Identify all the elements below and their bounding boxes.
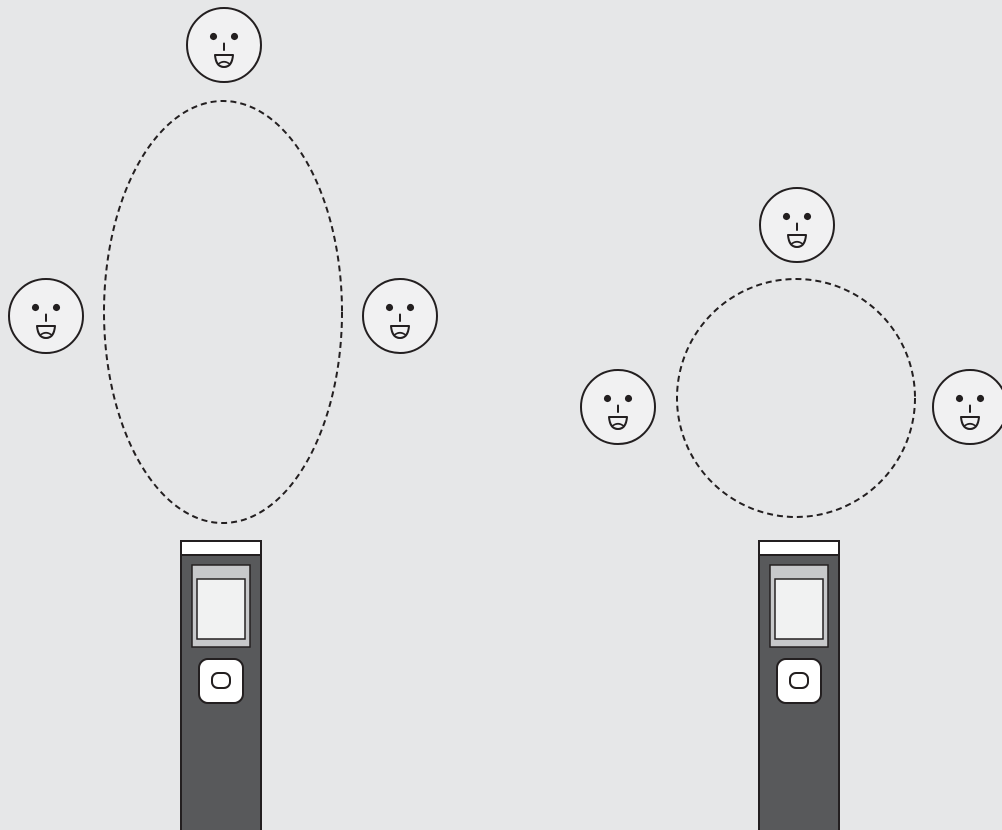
voice-recorder-icon [759, 541, 839, 830]
smiley-face-icon [760, 188, 834, 262]
ellipse-pickup-pattern [104, 101, 342, 523]
smiley-face-icon [581, 370, 655, 444]
smiley-face-icon [363, 279, 437, 353]
smiley-face-icon [9, 279, 83, 353]
smiley-face-icon [933, 370, 1002, 444]
narrow-pickup-arrangement [9, 8, 437, 830]
voice-recorder-icon [181, 541, 261, 830]
smiley-face-icon [187, 8, 261, 82]
round-pickup-arrangement [581, 188, 1002, 830]
circle-pickup-pattern [677, 279, 915, 517]
